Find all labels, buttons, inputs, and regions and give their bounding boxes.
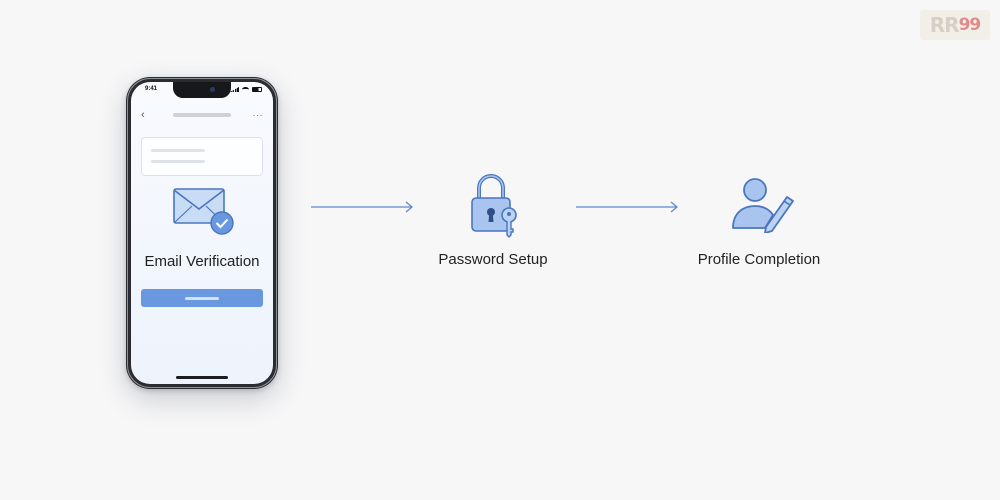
step-label-profile: Profile Completion xyxy=(697,251,821,268)
wifi-icon xyxy=(242,87,249,92)
status-icons xyxy=(230,87,262,92)
code-input-card[interactable] xyxy=(141,137,263,176)
watermark-suffix: 99 xyxy=(958,15,982,35)
home-indicator xyxy=(176,376,228,379)
text-placeholder-line xyxy=(151,149,205,152)
battery-icon xyxy=(252,87,262,92)
phone-screen: 9:41 ‹ ··· Email Verification xyxy=(131,82,273,384)
phone-step-label: Email Verification xyxy=(144,253,260,270)
phone-notch xyxy=(173,82,231,98)
phone-mockup: 9:41 ‹ ··· Email Verification xyxy=(126,77,278,389)
padlock-key-icon xyxy=(471,174,517,238)
camera-icon xyxy=(210,87,215,92)
phone-nav-bar: ‹ ··· xyxy=(141,108,263,122)
envelope-check-icon xyxy=(173,188,234,235)
signal-icon xyxy=(230,87,239,92)
more-horizontal-icon[interactable]: ··· xyxy=(252,110,263,120)
verify-button[interactable] xyxy=(141,289,263,307)
chevron-left-icon[interactable]: ‹ xyxy=(141,109,145,121)
nav-title-placeholder xyxy=(172,113,231,117)
arrow-right-icon xyxy=(576,201,679,213)
status-time: 9:41 xyxy=(145,86,158,92)
user-edit-icon xyxy=(732,178,794,233)
watermark-text: RR xyxy=(929,13,960,37)
arrow-right-icon xyxy=(311,201,414,213)
step-label-password: Password Setup xyxy=(438,251,548,268)
button-label-placeholder xyxy=(185,296,219,300)
text-placeholder-line xyxy=(151,160,205,163)
